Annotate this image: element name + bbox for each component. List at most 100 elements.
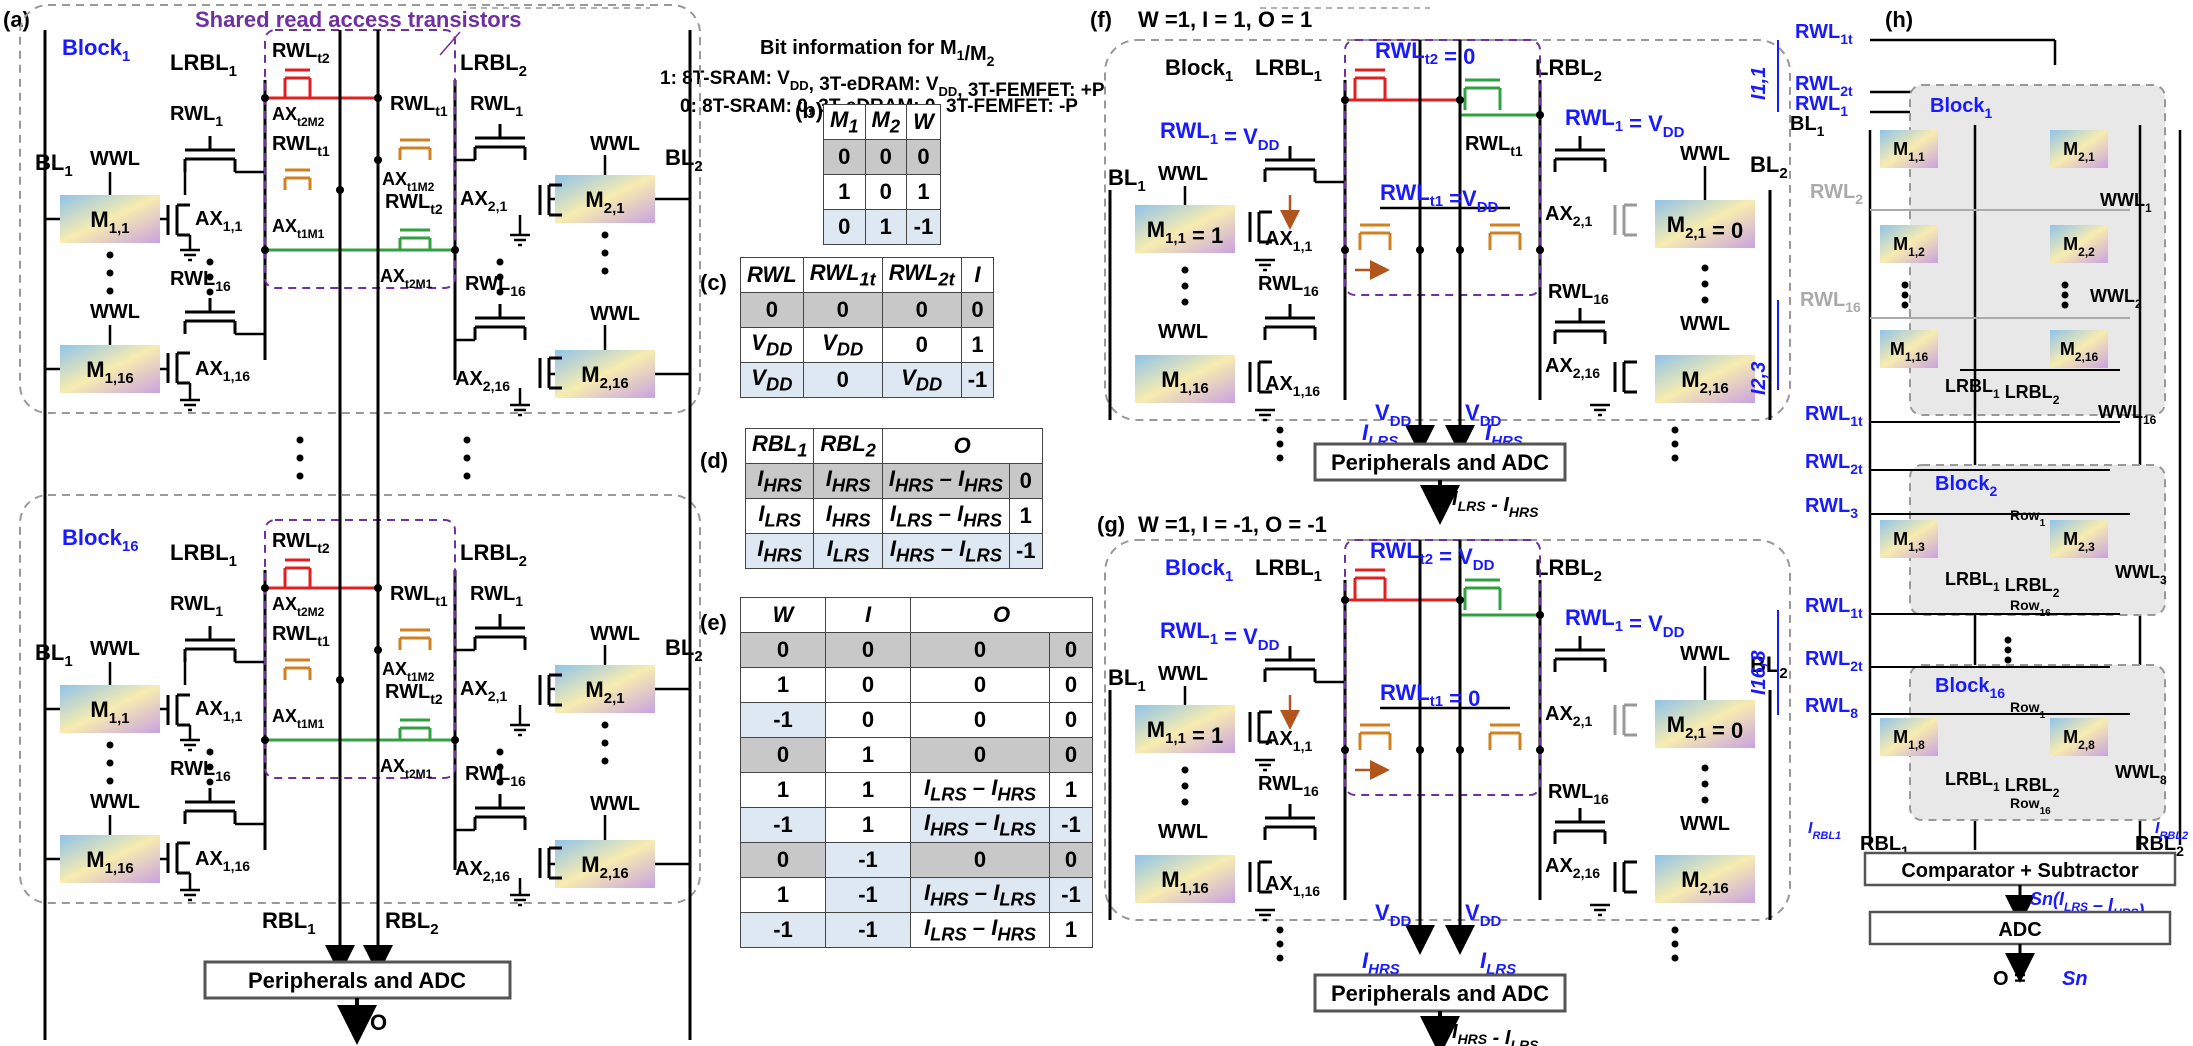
label-part: , 3T-eDRAM: V [809, 74, 939, 95]
te-cell: 1 [825, 772, 911, 808]
label-sub: 16 [1593, 291, 1609, 307]
label-sub: 2 [2053, 586, 2060, 600]
ellipsis-dot [1671, 440, 1679, 448]
h-rwl8-label: RWL8 [1805, 695, 1858, 721]
label-part: RWL [1548, 281, 1593, 303]
h-rwl2t-b2: RWL2t [1805, 451, 1863, 477]
ellipsis-dot [106, 777, 114, 785]
label-sub: 1,1 [223, 218, 243, 234]
lrbl1-label: LRBL1 [1255, 555, 1322, 585]
ellipsis-dot [1671, 940, 1679, 948]
label-sub: 1 [1225, 568, 1233, 585]
label-sub: t2M1 [405, 277, 433, 291]
ellipsis-dot [206, 778, 214, 786]
shared-read-title: Shared read access transistors [195, 7, 522, 32]
ellipsis-dot [1181, 282, 1189, 290]
output-g-label: IHRS - ILRS [1452, 1021, 1539, 1046]
cell-m11-label: M1,1 = 1 [1147, 717, 1224, 748]
te-h: W [740, 597, 826, 633]
label-part: AX [460, 188, 488, 210]
node-dot [1341, 246, 1349, 254]
label-sub: t2 [430, 201, 443, 217]
cell-m11 [60, 685, 160, 733]
label-part: V [1465, 900, 1480, 925]
label-part: RWL [1800, 289, 1845, 311]
bl2-label: BL2 [665, 145, 703, 175]
td-cell: ILRS [813, 533, 883, 569]
label-sub: 1 [229, 553, 237, 570]
label-part: M [585, 677, 603, 702]
ellipsis-dot [106, 741, 114, 749]
tc-cell: VDD [802, 327, 883, 363]
label-part: RWL [1380, 680, 1430, 705]
bl1-label: BL1 [35, 640, 73, 670]
label-part: = 0 [1443, 686, 1480, 711]
label-part: I [1452, 1021, 1458, 1043]
td-cell: 0 [1008, 463, 1043, 499]
h-cell-m18-label: M1,8 [1893, 727, 1925, 752]
rwlt1-label: RWLt1 [272, 623, 330, 649]
panel-label-d: (d) [700, 448, 728, 473]
label-part: RWL [272, 40, 317, 62]
td-cell: IHRS – ILRS [881, 533, 1010, 569]
cell-m116 [1135, 355, 1235, 403]
label-part: WWL [2100, 190, 2145, 210]
te-cell: 1 [825, 807, 911, 843]
label-sub: 1,16 [223, 368, 250, 384]
label-sub: DD [1473, 557, 1495, 574]
vdd-label: VDD [1375, 900, 1412, 930]
label-part: M [1893, 139, 1908, 159]
lrbl1-label: LRBL1 [1255, 55, 1322, 85]
td-h: RBL2 [813, 428, 883, 464]
label-part: WWL [90, 791, 140, 813]
node-dot [1456, 746, 1464, 754]
ellipsis-dot [1276, 954, 1284, 962]
node-dot [1341, 746, 1349, 754]
h-i11-label: I1,1 [1748, 67, 1770, 100]
block-title: Block1 [1165, 55, 1233, 85]
ellipsis-dot [463, 436, 471, 444]
ellipsis-dot [496, 288, 504, 296]
tc-cell: VDD [740, 362, 804, 398]
label-sub: 1 [1993, 580, 2000, 594]
ax-t1m2-label: AXt1M2 [382, 169, 435, 194]
wwl-label: WWL [590, 793, 640, 815]
h-cell-m116 [1880, 330, 1938, 368]
bl2-label: BL2 [1750, 152, 1788, 182]
comparator-label: Comparator + Subtractor [1901, 860, 2138, 882]
lrbl2-label: LRBL2 [460, 540, 527, 570]
lrbl1-label: LRBL1 [170, 50, 237, 80]
h-rwl3-label: RWL3 [1805, 495, 1858, 521]
label-part: WWL [1158, 163, 1208, 185]
h-wwl16-label: WWL16 [2098, 402, 2157, 427]
cell-m116-label: M1,16 [86, 847, 134, 877]
h-out-sn-label: Sn [2062, 968, 2088, 990]
node-dot [1416, 746, 1424, 754]
panel-g-title: W =1, I = -1, O = -1 [1138, 512, 1327, 537]
bl1-label: BL1 [1108, 665, 1146, 695]
label-part: - I [1487, 1027, 1511, 1046]
adc-label: ADC [1998, 919, 2041, 941]
ellipsis-dot [1701, 764, 1709, 772]
tc-cell: VDD [740, 327, 804, 363]
ellipsis-dot [206, 273, 214, 281]
ax21-label: AX2,1 [1545, 703, 1592, 729]
h-irbl1-label: IRBL1 [1808, 820, 1841, 842]
ax-t1m1-label: AXt1M1 [272, 706, 325, 731]
label-part: RWL [1805, 695, 1850, 717]
label-sub: t1M2 [407, 670, 435, 684]
h-rwl16-label: RWL16 [1800, 289, 1861, 315]
ellipsis-dot [296, 436, 304, 444]
label-part: AX [272, 104, 297, 124]
panel-label-c: (c) [700, 270, 727, 295]
label-part: RWL [1370, 538, 1420, 563]
wwl-label: WWL [590, 303, 640, 325]
label-sub: 2,16 [600, 865, 629, 882]
cell-m116 [60, 345, 160, 393]
block-outline [19, 494, 701, 904]
label-part: M [1667, 212, 1685, 237]
label-part: I [1362, 948, 1369, 973]
te-cell: 0 [910, 667, 1050, 703]
te-cell: 0 [1049, 702, 1093, 738]
label-sub: DD [1477, 199, 1499, 216]
